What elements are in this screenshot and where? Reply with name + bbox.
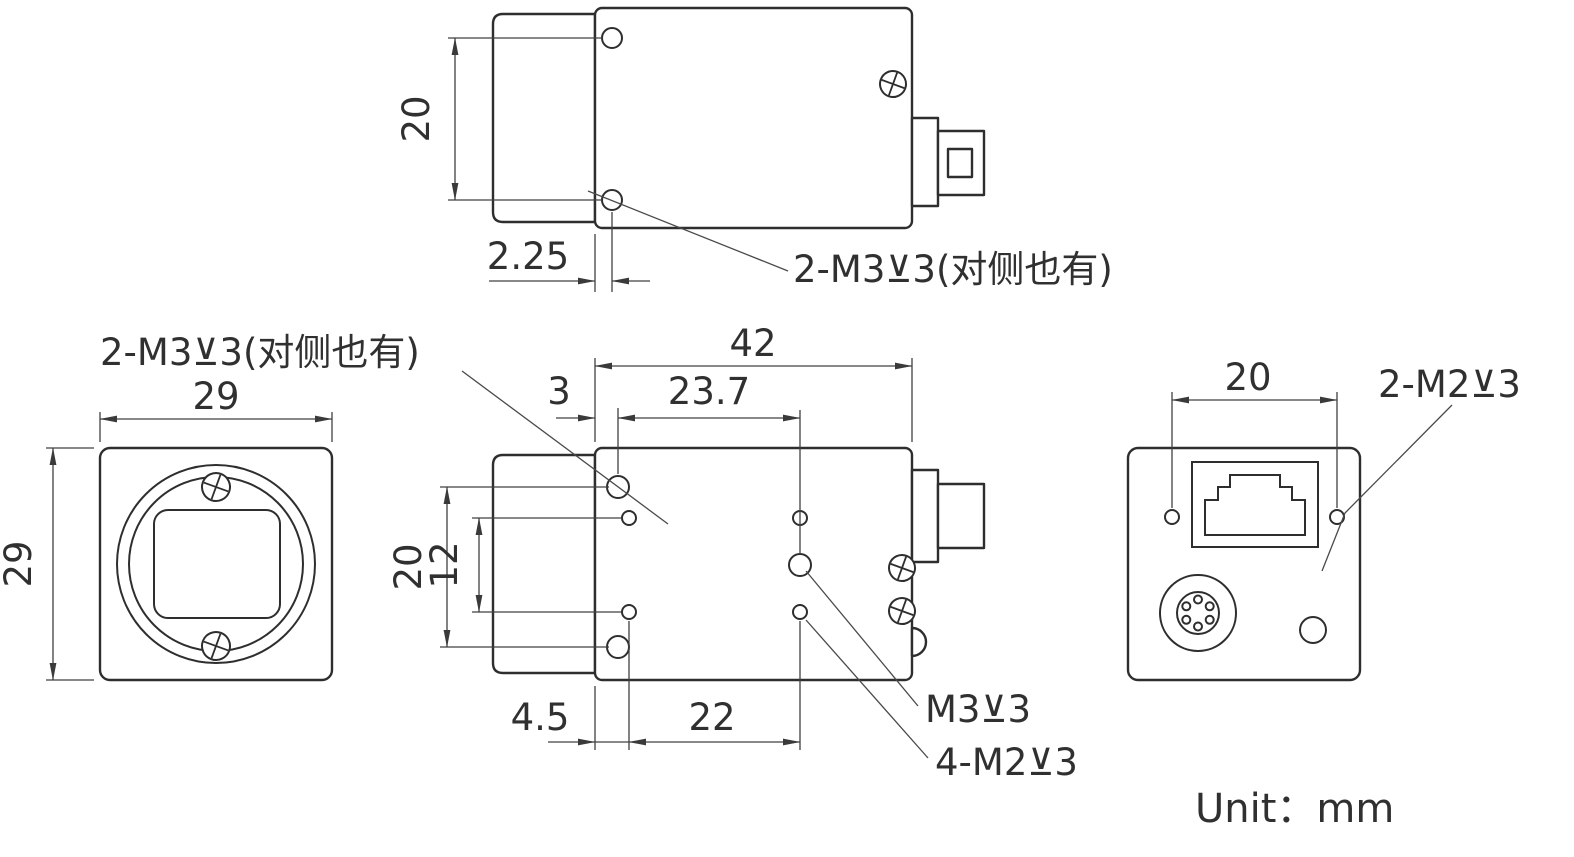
side-view: 2-M3⊻3(对侧也有) 42 3 23.7 20 12 4.5 22 M3⊻3…: [100, 322, 1078, 784]
side-view-connector-body: [936, 482, 986, 550]
side-view-connector-flange: [910, 468, 940, 564]
side-view-dim-m3-pitch: 20: [387, 543, 430, 590]
front-view-dimension-lines: [49, 415, 333, 681]
top-view-dim-hole-pitch: 20: [395, 95, 438, 142]
side-view-lens-block: [491, 453, 597, 675]
side-view-thumb-bump: [910, 626, 928, 658]
side-view-thread-note: 2-M3⊻3(对侧也有): [100, 331, 420, 374]
m2-screw-hole: [621, 604, 637, 620]
phillips-screw-icon: [201, 472, 231, 502]
sensor-window: [153, 509, 281, 619]
side-view-note-m3: M3⊻3: [925, 688, 1031, 731]
side-view-dim-bottom-pitch: 22: [688, 696, 735, 739]
m2-leader-line: [805, 619, 929, 759]
lens-mount-outer-circle: [116, 464, 316, 664]
m3-leader-line: [805, 570, 919, 707]
front-view-dim-height: 29: [0, 540, 40, 587]
front-view-body: [98, 446, 334, 682]
side-view-dim-m2-pitch: 12: [423, 541, 466, 588]
side-view-body: [593, 446, 914, 682]
power-io-connector: [1159, 574, 1237, 652]
side-view-note-m2: 4-M2⊻3: [935, 741, 1078, 784]
top-view-dimension-lines: [451, 37, 650, 285]
top-view-thread-note: 2-M3⊻3(对侧也有): [793, 248, 1113, 291]
phillips-screw-icon: [888, 554, 916, 582]
top-view-leader-line: [587, 190, 789, 272]
side-view-dim-top-hole-offset: 23.7: [668, 370, 750, 413]
side-view-dim-front-offset: 3: [547, 370, 571, 413]
phillips-screw-icon: [201, 631, 231, 661]
side-view-dim-length: 42: [729, 322, 776, 365]
side-view-dimension-lines: [443, 362, 913, 746]
rear-view: 20 2-M2⊻3: [1126, 356, 1521, 682]
top-view: 20 2.25 2-M3⊻3(对侧也有): [395, 6, 1113, 292]
top-view-connector-body: [936, 129, 986, 197]
m2-screw-hole: [1164, 509, 1180, 525]
top-view-connector-pin: [946, 147, 974, 179]
rj45-port-outline: [1191, 461, 1319, 548]
rear-view-extension-lines: [1171, 392, 1338, 508]
top-view-connector-flange: [910, 116, 940, 208]
m2-screw-hole: [621, 510, 637, 526]
top-view-body: [593, 6, 914, 230]
rj45-port-inner: [1204, 474, 1306, 536]
side-view-dim-bottom-offset: 4.5: [511, 696, 570, 739]
rear-view-leader-line: [1321, 404, 1453, 572]
front-view-dim-width: 29: [192, 375, 239, 418]
top-view-dim-hole-offset: 2.25: [487, 235, 569, 278]
side-view-leader-line: [461, 370, 669, 525]
phillips-screw-icon: [888, 597, 916, 625]
unit-note: Unit：mm: [1195, 786, 1394, 832]
rear-view-dim-hole-pitch: 20: [1224, 356, 1271, 399]
front-view: 29 29: [0, 375, 334, 682]
rear-view-thread-note: 2-M2⊻3: [1378, 363, 1521, 406]
top-view-lens-block: [491, 12, 597, 224]
phillips-screw-icon: [879, 70, 907, 98]
m2-screw-hole: [792, 604, 808, 620]
indicator-hole: [1299, 616, 1327, 644]
side-view-extension-lines: [440, 358, 913, 750]
